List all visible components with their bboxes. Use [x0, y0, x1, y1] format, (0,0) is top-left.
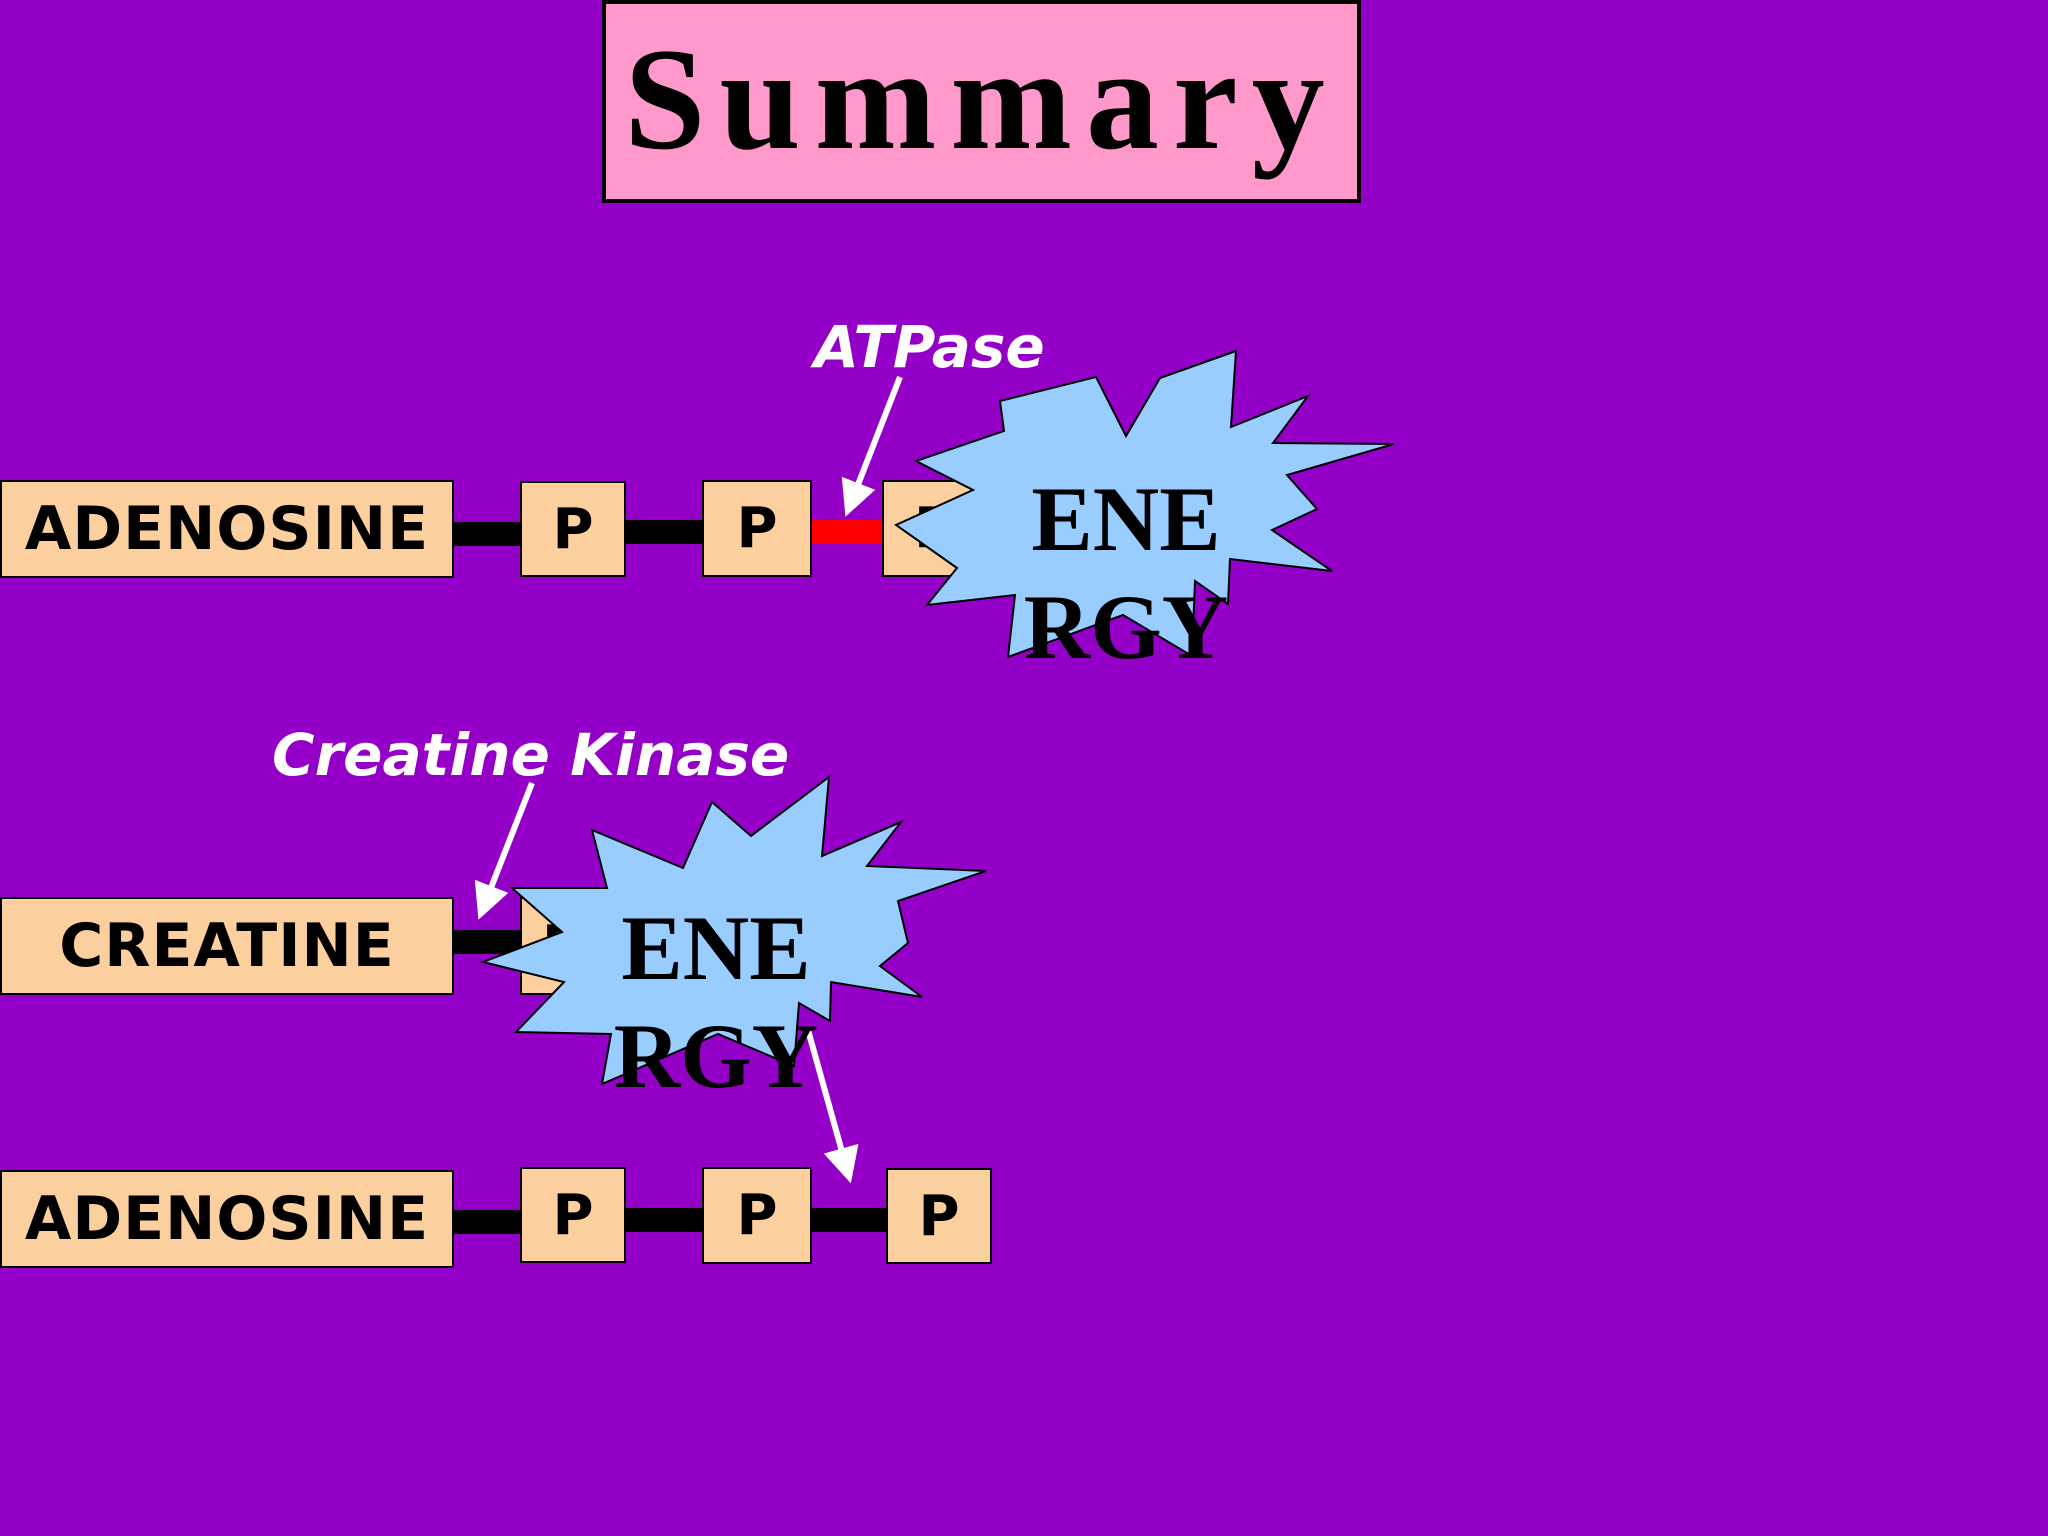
high-energy-bond	[810, 520, 884, 544]
energy-text-line2: RGY	[613, 1005, 819, 1107]
adenosine-box: ADENOSINE	[0, 480, 454, 578]
bond-adenosine-p1	[452, 522, 522, 546]
energy-text-line1: ENE	[1031, 468, 1221, 570]
energy-text-line2: RGY	[1023, 576, 1229, 678]
adenosine-label: ADENOSINE	[24, 494, 430, 564]
phosphate-label: P	[736, 496, 778, 561]
phosphate-label: P	[736, 1183, 778, 1248]
phosphate-label: P	[552, 1182, 594, 1248]
phosphate-label: P	[552, 496, 594, 562]
adenosine-box: ADENOSINE	[0, 1170, 454, 1268]
bond-creatine-p	[452, 930, 522, 954]
energy-transfer-arrow	[805, 1029, 859, 1184]
title-box: Summary	[602, 0, 1361, 203]
bond-adenosine-p1	[452, 1210, 522, 1234]
energy-text-line1: ENE	[621, 897, 811, 999]
creatine-kinase-arrow	[474, 781, 535, 920]
slide-title: Summary	[624, 17, 1339, 180]
bond-p1-p2	[624, 1208, 702, 1232]
phosphate-box: P	[520, 1167, 626, 1263]
creatine-kinase-label: Creatine Kinase	[272, 721, 790, 789]
bond-p2-p3	[810, 1208, 888, 1232]
creatine-label: CREATINE	[59, 911, 395, 981]
phosphate-box: P	[702, 1167, 812, 1264]
phosphate-label: P	[918, 1183, 960, 1249]
atpase-label: ATPase	[814, 313, 1045, 381]
phosphate-box: P	[886, 1168, 992, 1264]
creatine-box: CREATINE	[0, 897, 454, 995]
energy-burst	[479, 774, 987, 1086]
atpase-arrow	[841, 375, 903, 517]
phosphate-box: P	[520, 481, 626, 577]
phosphate-box: P	[702, 480, 812, 577]
energy-burst-text: ENE RGY	[566, 894, 866, 1110]
energy-burst-text: ENE RGY	[976, 465, 1276, 681]
bond-p1-p2	[624, 520, 702, 544]
energy-burst	[893, 349, 1395, 659]
adenosine-label: ADENOSINE	[24, 1184, 430, 1254]
